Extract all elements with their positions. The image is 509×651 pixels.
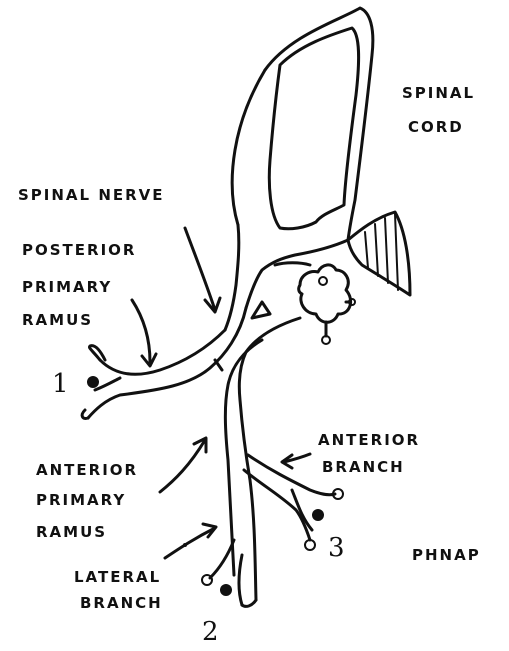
dot-2	[220, 584, 232, 596]
spinal-cord-label-line1: SPINAL	[402, 84, 475, 102]
spinal-cord-label-line2: CORD	[408, 118, 464, 136]
lateral-label-line2: BRANCH	[80, 594, 163, 612]
posterior-label-line3: RAMUS	[22, 311, 93, 329]
spinal-nerve-label: SPINAL NERVE	[18, 186, 165, 204]
number-2: 2	[202, 617, 219, 647]
labels: SPINAL CORD SPINAL NERVE POSTERIOR PRIMA…	[18, 84, 481, 647]
lateral-label-line1: LATERAL	[74, 568, 161, 586]
anterior-branch-label-line2: BRANCH	[322, 458, 405, 476]
lateral-branch	[202, 540, 256, 606]
dot-1	[87, 376, 99, 388]
posterior-label-line2: PRIMARY	[22, 278, 112, 296]
posterior-label-line1: POSTERIOR	[22, 241, 136, 259]
number-3: 3	[328, 533, 345, 563]
hatched-region	[348, 212, 410, 295]
anterior-label-line3: RAMUS	[36, 523, 107, 541]
dot-3	[312, 509, 324, 521]
ganglion	[299, 265, 355, 344]
anterior-label-line2: PRIMARY	[36, 491, 126, 509]
triangle-mark	[252, 302, 270, 318]
posterior-primary-ramus	[82, 308, 246, 418]
signature: PHNAP	[412, 546, 481, 564]
spinal-cord-drawing	[232, 8, 373, 240]
pointer-arrows	[132, 228, 310, 558]
number-1: 1	[52, 369, 69, 399]
anterior-branch-label-line1: ANTERIOR	[318, 431, 420, 449]
anterior-label-line1: ANTERIOR	[36, 461, 138, 479]
